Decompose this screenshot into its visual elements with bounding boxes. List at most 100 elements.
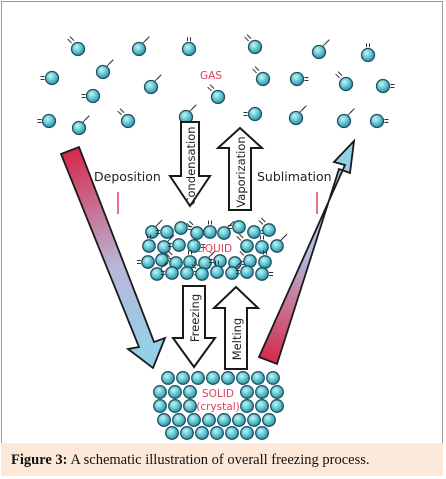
molecule	[167, 238, 186, 252]
figure-caption: Figure 3: A schematic illustration of ov…	[1, 443, 443, 476]
molecule	[183, 385, 197, 399]
crystal-label: (crystal)	[196, 401, 239, 413]
molecule	[255, 267, 274, 281]
molecule	[174, 221, 193, 235]
molecule	[157, 234, 175, 254]
molecule	[255, 235, 269, 254]
molecule	[67, 36, 86, 57]
deposition-arrow	[59, 145, 167, 370]
molecule	[150, 261, 168, 281]
molecule	[227, 220, 246, 234]
molecule	[240, 399, 254, 413]
molecule	[206, 371, 220, 385]
molecule	[180, 266, 199, 280]
molecule	[40, 70, 60, 86]
molecule	[244, 34, 263, 55]
molecule	[217, 220, 235, 240]
melting-arrow	[211, 285, 261, 370]
molecule	[191, 371, 205, 385]
molecule	[160, 266, 179, 280]
molecule	[270, 385, 284, 399]
molecule	[288, 105, 307, 126]
molecule	[207, 84, 226, 105]
molecule	[131, 36, 150, 57]
caption-text: A schematic illustration of overall free…	[67, 452, 370, 468]
molecule	[81, 88, 101, 104]
molecule	[176, 371, 190, 385]
molecule	[236, 233, 254, 253]
molecule	[145, 219, 163, 239]
molecule	[270, 399, 284, 413]
melting-label: Melting	[230, 318, 244, 361]
molecule	[155, 225, 174, 239]
molecule	[236, 371, 250, 385]
liquid-label: LIQUID	[196, 243, 232, 255]
molecule	[240, 426, 254, 440]
liquid-molecules	[136, 217, 288, 281]
molecule	[335, 71, 354, 92]
freezing-label: Freezing	[188, 294, 202, 342]
molecule	[187, 239, 206, 253]
molecule	[235, 265, 254, 279]
vaporization-label: Vaporization	[234, 136, 248, 207]
gas-label: GAS	[200, 70, 222, 82]
molecule	[289, 71, 309, 87]
molecule	[186, 220, 204, 240]
molecule	[168, 385, 182, 399]
molecule	[221, 371, 235, 385]
molecule	[71, 115, 90, 136]
solid-label: SOLID	[202, 388, 234, 400]
molecule	[142, 234, 156, 253]
sublimation-arrow	[257, 138, 356, 366]
molecule	[210, 260, 224, 279]
molecule	[195, 426, 209, 440]
molecule	[165, 426, 179, 440]
molecule	[143, 74, 162, 95]
molecule	[191, 261, 209, 281]
molecule	[37, 113, 57, 129]
molecule	[270, 233, 288, 253]
molecule	[180, 426, 194, 440]
caption-label: Figure 3:	[11, 452, 68, 468]
molecule	[336, 108, 355, 129]
molecule	[202, 413, 216, 427]
molecule	[161, 371, 175, 385]
molecule	[168, 399, 182, 413]
sublimation-label: Sublimation	[257, 169, 332, 184]
solid-molecules	[153, 371, 284, 440]
molecule	[239, 248, 257, 268]
condensation-label: Condensation	[184, 126, 198, 205]
vaporization-arrow	[215, 126, 265, 211]
molecule	[262, 413, 276, 427]
molecule	[311, 39, 330, 60]
molecule	[255, 426, 269, 440]
gas-molecules	[37, 34, 395, 136]
molecule	[172, 413, 186, 427]
molecule	[203, 220, 217, 239]
molecule	[360, 43, 376, 63]
molecule	[252, 66, 271, 87]
molecule	[153, 399, 167, 413]
molecule	[183, 250, 197, 269]
molecule	[232, 413, 246, 427]
molecule	[117, 108, 136, 129]
deposition-label: Deposition	[94, 169, 161, 184]
freezing-arrow	[171, 285, 217, 369]
molecule	[375, 78, 395, 94]
molecule	[187, 413, 201, 427]
molecule	[369, 113, 389, 129]
molecule	[95, 59, 114, 80]
molecule	[240, 385, 254, 399]
molecule	[183, 399, 197, 413]
molecule	[266, 371, 280, 385]
molecule	[165, 250, 183, 270]
molecule	[255, 399, 269, 413]
molecule	[247, 413, 261, 427]
molecule	[136, 255, 155, 269]
phase-diagram: Deposition Sublimation Condensation Vapo…	[37, 34, 395, 440]
molecule	[247, 225, 266, 239]
molecule	[243, 106, 263, 122]
molecule	[178, 104, 197, 125]
molecule	[153, 385, 167, 399]
molecule	[255, 385, 269, 399]
